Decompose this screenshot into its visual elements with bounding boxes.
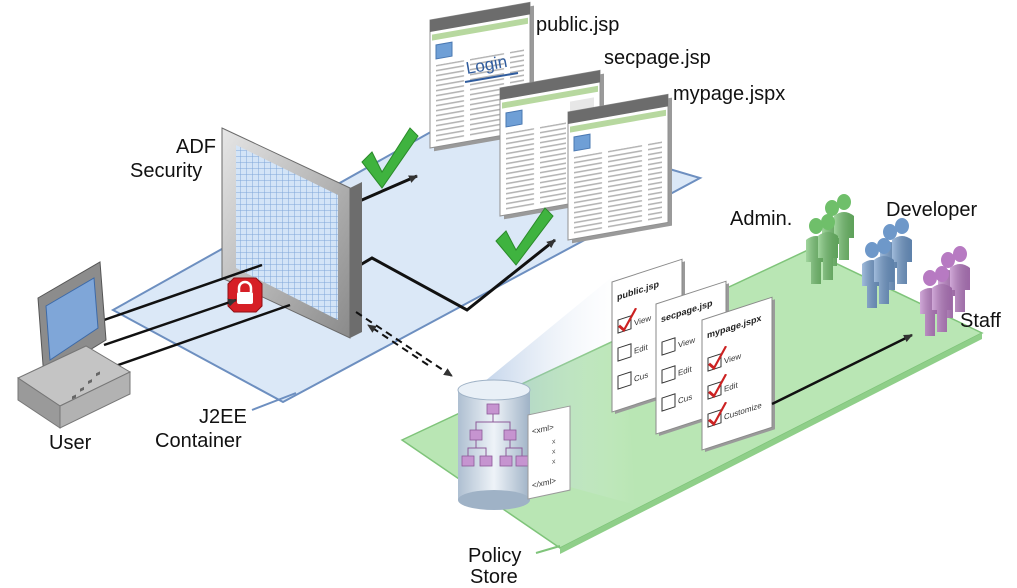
permission-checkbox xyxy=(661,365,676,384)
checkmark-icon xyxy=(708,401,728,427)
person-icon xyxy=(834,194,854,260)
login-underline xyxy=(464,72,519,83)
policy-leader-line xyxy=(535,545,561,554)
label-policy-line1: Policy xyxy=(468,545,522,567)
permission-checkbox xyxy=(661,393,676,412)
person-icon xyxy=(892,218,912,284)
flow-line-mypage xyxy=(354,238,556,312)
admin-group xyxy=(806,194,854,284)
person-icon xyxy=(932,266,952,332)
user-request-line xyxy=(103,263,263,322)
label-mypage-jspx: mypage.jspx xyxy=(673,83,786,105)
label-public-jsp: public.jsp xyxy=(536,14,620,36)
label-developer: Developer xyxy=(886,199,978,221)
permission-checkbox xyxy=(661,337,676,356)
person-icon xyxy=(806,218,826,284)
policy-lookup-link xyxy=(367,324,429,366)
checkmark-icon xyxy=(361,127,419,189)
label-staff: Staff xyxy=(960,310,1001,332)
xml-document: <xml> x x x </xml> xyxy=(527,405,571,500)
policy-cards: public.jspViewEditCussecpage.jspViewEdit… xyxy=(611,258,775,453)
label-adf-line2: Security xyxy=(130,160,203,182)
policy-store-plane-edge xyxy=(560,333,982,554)
svg-text:x: x xyxy=(552,458,556,466)
checkmark-icon xyxy=(708,345,728,371)
label-adf-line1: ADF xyxy=(176,136,216,158)
label-container-line2: Container xyxy=(155,430,242,452)
permission-checkbox xyxy=(617,343,632,362)
svg-text:x: x xyxy=(552,448,556,456)
checkmark-icon xyxy=(708,373,728,399)
svg-text:x: x xyxy=(552,438,556,446)
container-leader-line xyxy=(251,392,297,411)
label-policy-line2: Store xyxy=(470,566,518,588)
page-mypage-jspx xyxy=(567,93,672,244)
checkmark-icon xyxy=(618,307,638,333)
person-icon xyxy=(874,238,894,304)
checkmark-icon xyxy=(495,207,554,266)
grant-arrow xyxy=(771,333,913,406)
person-icon xyxy=(818,214,838,280)
policy-store-cylinder xyxy=(457,379,531,510)
policy-lookup-link xyxy=(355,311,453,377)
person-icon xyxy=(950,246,970,312)
label-user: User xyxy=(49,432,92,454)
developer-group xyxy=(862,218,912,308)
computer-icon xyxy=(16,261,132,429)
label-secpage-jsp: secpage.jsp xyxy=(604,47,711,69)
user-request-line xyxy=(103,303,291,372)
staff-group xyxy=(920,246,970,336)
permission-checkbox xyxy=(617,371,632,390)
user-request-line xyxy=(103,298,237,347)
lock-icon xyxy=(227,277,263,313)
role-groups xyxy=(806,194,970,336)
label-container-line1: J2EE xyxy=(199,406,247,428)
label-admin: Admin. xyxy=(730,208,793,230)
